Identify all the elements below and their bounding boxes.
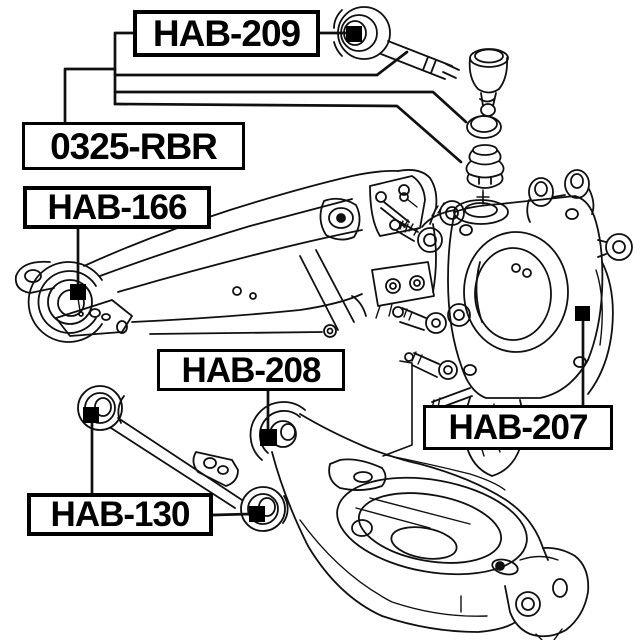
marker-hab-207 [575, 306, 590, 321]
part-label-hab-208: HAB-208 [157, 349, 345, 391]
marker-hab-208 [260, 429, 277, 446]
part-markers [70, 26, 590, 522]
marker-hab-209 [346, 26, 362, 42]
upper-arm-assembly [333, 6, 509, 204]
part-label-hab-207: HAB-207 [423, 405, 613, 450]
marker-hab-166 [70, 284, 86, 300]
part-label-0325-rbr: 0325-RBR [22, 122, 245, 170]
part-label-hab-209: HAB-209 [133, 10, 320, 57]
knuckle-hub-carrier [382, 169, 633, 477]
marker-hab-130-right [249, 506, 265, 522]
marker-hab-130-left [83, 407, 99, 423]
part-label-hab-130: HAB-130 [27, 493, 213, 536]
lower-control-arm [249, 401, 590, 640]
part-label-hab-166: HAB-166 [23, 186, 211, 229]
trailing-arm [14, 169, 465, 343]
